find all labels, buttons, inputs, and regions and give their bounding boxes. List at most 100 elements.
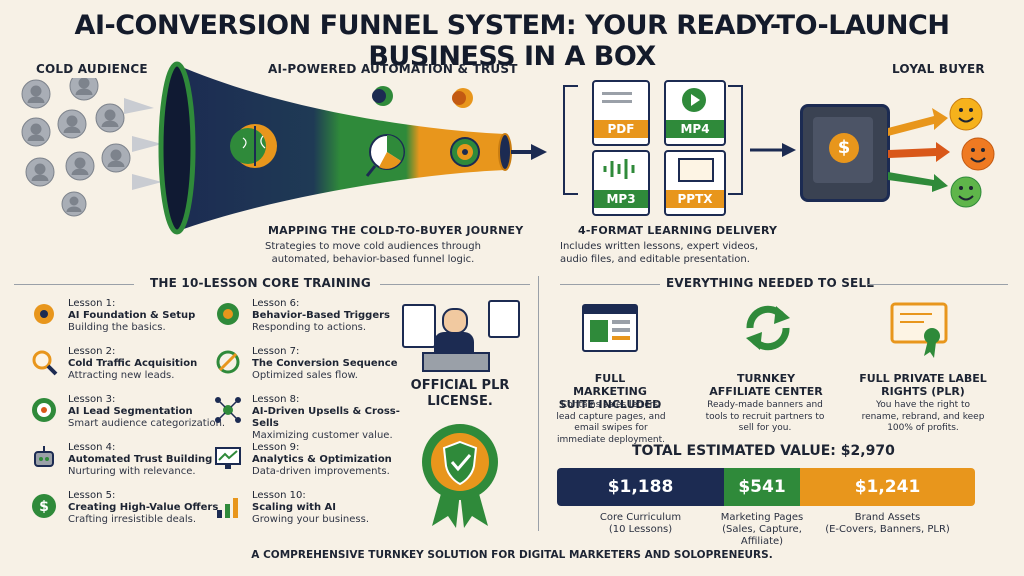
safe-icon: $	[800, 104, 890, 202]
sell-heading: EVERYTHING NEEDED TO SELL	[666, 276, 875, 290]
lesson-number: Lesson 10:	[252, 490, 306, 501]
pdf-document-icon: PDF	[592, 80, 650, 146]
growth-chart-icon	[217, 498, 238, 518]
lesson-number: Lesson 8:	[252, 394, 300, 405]
network-icon	[215, 397, 241, 423]
svg-text:$: $	[39, 499, 49, 515]
lesson-description: Attracting new leads.	[68, 370, 175, 381]
value-segment: $541	[724, 468, 800, 506]
lesson-name: Cold Traffic Acquisition	[68, 358, 198, 369]
lesson-name: Creating High-Value Offers	[68, 502, 219, 513]
pdf-label: PDF	[594, 120, 648, 138]
audience-people-icon	[21, 78, 162, 217]
footer-tagline: A COMPREHENSIVE TURNKEY SOLUTION FOR DIG…	[251, 549, 773, 561]
divider-line	[14, 284, 134, 285]
delivery-description: Includes written lessons, expert videos,…	[560, 241, 759, 265]
segment-label: Core Curriculum(10 Lessons)	[547, 512, 734, 536]
analytics-monitor-icon	[215, 447, 241, 469]
segment-label-line2: (Sales, Capture, Affiliate)	[722, 524, 802, 547]
gear-icon	[34, 304, 54, 324]
segment-label-line1: Marketing Pages	[720, 512, 804, 523]
mp3-label: MP3	[594, 190, 648, 208]
delivery-title: 4-FORMAT LEARNING DELIVERY	[578, 224, 778, 237]
journey-description: Strategies to move cold audiences throug…	[265, 241, 481, 265]
lesson-name: Analytics & Optimization	[252, 454, 392, 465]
feature-title: FULL PRIVATE LABEL RIGHTS (PLR)	[859, 372, 987, 398]
lesson-number: Lesson 1:	[68, 298, 116, 309]
lesson-description: Building the basics.	[68, 322, 166, 333]
plr-illustration	[402, 300, 520, 372]
segment-label: Brand Assets(E-Covers, Banners, PLR)	[790, 512, 985, 536]
cold-audience-label: COLD AUDIENCE	[36, 62, 148, 76]
divider-line	[868, 284, 1008, 285]
lesson-number: Lesson 7:	[252, 346, 300, 357]
magnifier-icon	[32, 350, 58, 376]
arrow-to-safe-icon	[750, 143, 796, 157]
person-head-icon	[442, 308, 468, 334]
segment-label: Marketing Pages(Sales, Capture, Affiliat…	[714, 512, 810, 548]
lesson-description: Growing your business.	[252, 514, 370, 525]
feature-title: FULL MARKETING SUITE INCLUDED	[558, 372, 662, 411]
lesson-number: Lesson 3:	[68, 394, 116, 405]
cycle-arrow-icon	[216, 350, 240, 374]
funnel-graphic	[158, 61, 547, 235]
plr-license-label: OFFICIAL PLR LICENSE.	[410, 378, 510, 409]
happy-face-icon	[950, 176, 982, 208]
lesson-description: Nurturing with relevance.	[68, 466, 196, 477]
lesson-description: Crafting irresistible deals.	[68, 514, 197, 525]
pptx-presentation-icon: PPTX	[664, 150, 726, 216]
total-value-label: TOTAL ESTIMATED VALUE: $2,970	[632, 443, 895, 459]
refresh-arrows-icon	[746, 305, 790, 351]
feature-title: TURNKEY AFFILIATE CENTER	[709, 372, 823, 398]
browser-pages-icon	[582, 304, 638, 352]
divider-line	[560, 284, 660, 285]
trigger-gear-icon	[217, 303, 239, 325]
feature-description: Contains sales letters, lead capture pag…	[556, 400, 666, 445]
lesson-description: Optimized sales flow.	[252, 370, 358, 381]
buyer-arrows	[888, 98, 995, 208]
happy-face-icon	[961, 137, 995, 171]
lesson-number: Lesson 5:	[68, 490, 116, 501]
lesson-number: Lesson 6:	[252, 298, 300, 309]
value-bar: $1,188$541$1,241	[557, 468, 975, 506]
lesson-name: Scaling with AI	[252, 502, 336, 513]
feature-description: Ready-made banners and tools to recruit …	[705, 400, 825, 433]
certificate-icon	[890, 302, 948, 358]
segment-label-line2: (10 Lessons)	[608, 524, 673, 535]
page-title: AI-CONVERSION FUNNEL SYSTEM: YOUR READY-…	[74, 10, 950, 72]
pptx-label: PPTX	[666, 190, 724, 208]
lesson-name: AI Lead Segmentation	[68, 406, 193, 417]
training-heading: THE 10-LESSON CORE TRAINING	[150, 276, 371, 290]
waveform-icon	[603, 159, 635, 179]
lesson-description: Smart audience categorization.	[68, 418, 226, 429]
automation-label: AI-POWERED AUTOMATION & TRUST	[268, 62, 518, 76]
segment-label-line2: (E-Covers, Banners, PLR)	[825, 524, 950, 535]
bracket-connectors	[563, 85, 743, 195]
value-segment: $1,188	[557, 468, 724, 506]
lesson-name: Automated Trust Building	[68, 454, 213, 465]
vertical-divider	[538, 276, 539, 531]
dollar-coin-icon: $	[829, 133, 859, 163]
mp4-video-icon: MP4	[664, 80, 726, 146]
journey-title: MAPPING THE COLD-TO-BUYER JOURNEY	[268, 224, 524, 237]
segment-label-line1: Core Curriculum	[599, 512, 682, 523]
robot-icon	[34, 446, 54, 467]
lesson-description: Data-driven improvements.	[252, 466, 390, 477]
loyal-buyer-label: LOYAL BUYER	[892, 62, 985, 76]
happy-face-icon	[949, 98, 983, 131]
lesson-number: Lesson 4:	[68, 442, 116, 453]
money-badge-icon: $	[32, 494, 56, 518]
lesson-description: Responding to actions.	[252, 322, 367, 333]
badge-shield-icon	[422, 424, 498, 528]
mp4-label: MP4	[666, 120, 724, 138]
mp3-audio-icon: MP3	[592, 150, 650, 216]
lesson-description: Maximizing customer value.	[252, 430, 393, 441]
lesson-name: The Conversion Sequence	[252, 358, 398, 369]
value-segment: $1,241	[800, 468, 975, 506]
lesson-number: Lesson 9:	[252, 442, 300, 453]
feature-description: You have the right to rename, rebrand, a…	[861, 400, 985, 433]
lesson-name: AI Foundation & Setup	[68, 310, 196, 321]
segment-label-line1: Brand Assets	[854, 512, 921, 523]
lesson-number: Lesson 2:	[68, 346, 116, 357]
target-icon	[32, 398, 56, 422]
